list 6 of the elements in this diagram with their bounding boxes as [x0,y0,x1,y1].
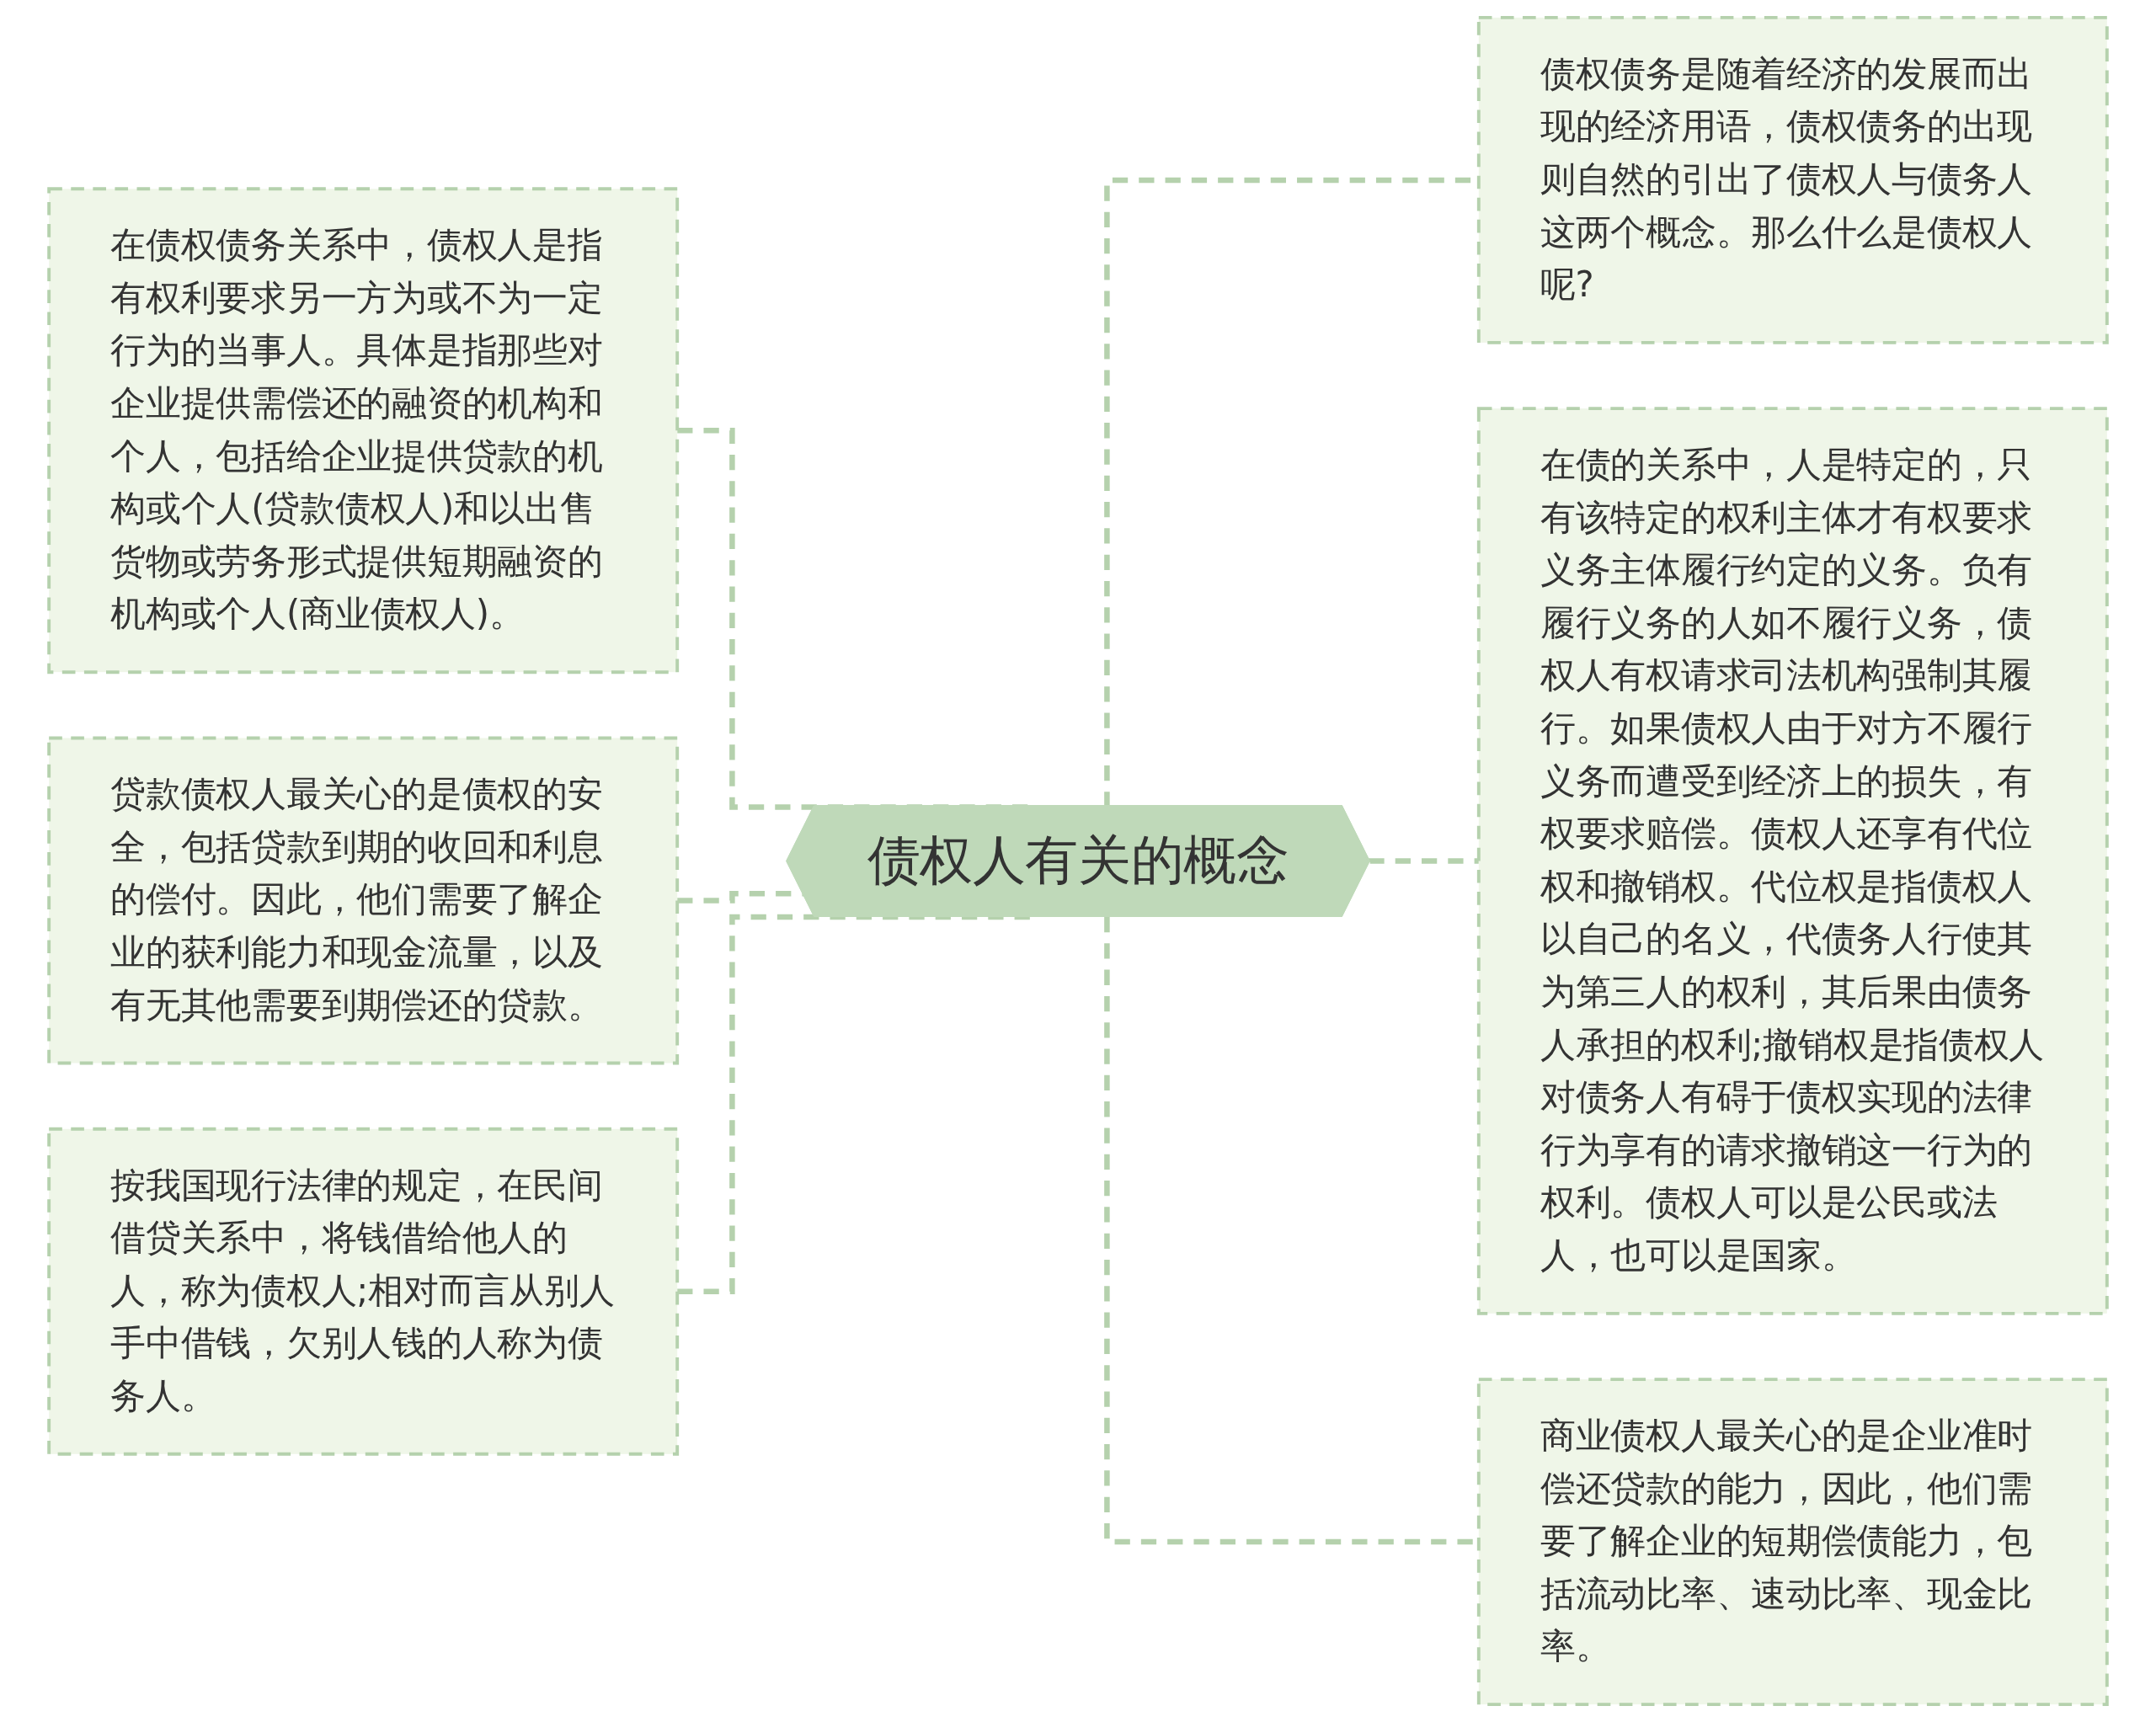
node-box: 债权债务是随着经济的发展而出现的经济用语，债权债务的出现则自然的引出了债权人与债务人这两个概念。那么什么是债权人呢? [1476,15,2109,344]
node-box: 贷款债权人最关心的是债权的安全，包括贷款到期的收回和利息的偿付。因此，他们需要了解企业的获利能力和现金流量，以及有无其他需要到期偿还的贷款。 [47,736,680,1065]
node-box: 在债权债务关系中，债权人是指有权利要求另一方为或不为一定行为的当事人。具体是指那些对企业提供需偿还的融资的机构和个人，包括给企业提供贷款的机构或个人(贷款债权人)和以出售货物或劳务形式提供短期融资的机构或个人(商业债权人)。 [47,187,680,674]
node-box: 按我国现行法律的规定，在民间借贷关系中，将钱借给他人的人，称为债权人;相对而言从别人手中借钱，欠别人钱的人称为债务人。 [47,1127,680,1456]
node-box: 商业债权人最关心的是企业准时偿还贷款的能力，因此，他们需要了解企业的短期偿债能力，包括流动比率、速动比率、现金比率。 [1476,1378,2109,1707]
node-box: 在债的关系中，人是特定的，只有该特定的权利主体才有权要求义务主体履行约定的义务。负有履行义务的人如不履行义务，债权人有权请求司法机构强制其履行。如果债权人由于对方不履行义务而遭受到经济上的损失，有权要求赔偿。债权人还享有代位权和撤销权。代位权是指债权人以自己的名义，代债务人行使其为第三人的权利，其后果由债务人承担的权利;撤销权是指债权人对债务人有碍于债权实现的法律行为享有的请求撤销这一行为的权利。债权人可以是公民或法人，也可以是国家。 [1476,407,2109,1315]
